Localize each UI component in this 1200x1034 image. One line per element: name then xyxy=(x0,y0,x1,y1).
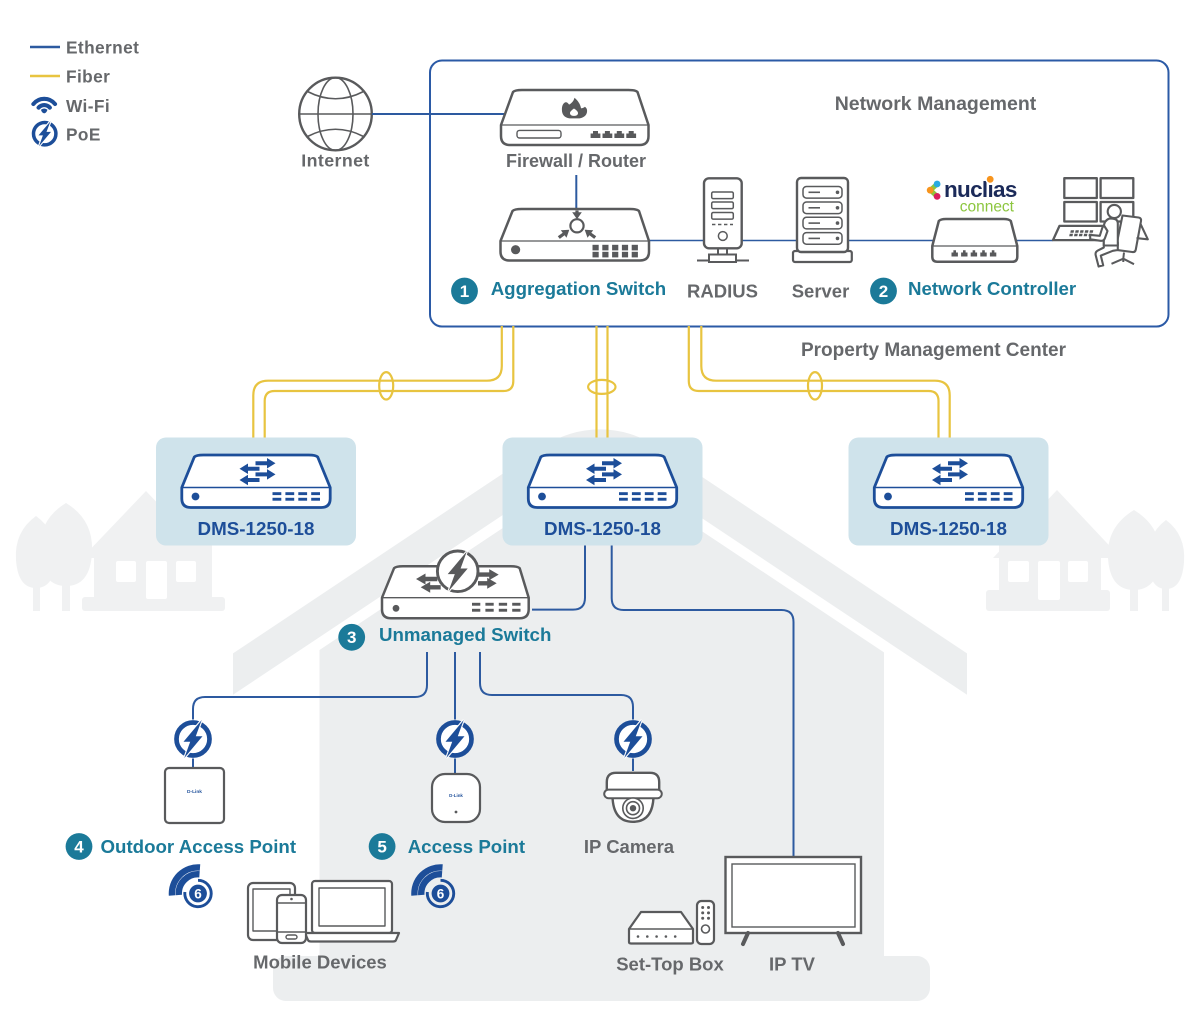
svg-text:Firewall / Router: Firewall / Router xyxy=(506,151,646,171)
svg-text:Network Controller: Network Controller xyxy=(908,278,1076,299)
svg-text:Aggregation Switch: Aggregation Switch xyxy=(491,278,666,299)
svg-text:D-Link: D-Link xyxy=(187,789,202,795)
svg-text:Outdoor Access Point: Outdoor Access Point xyxy=(101,836,297,857)
svg-text:Unmanaged Switch: Unmanaged Switch xyxy=(379,624,551,645)
svg-text:connect: connect xyxy=(960,199,1015,216)
svg-text:D-Link: D-Link xyxy=(449,793,463,798)
svg-text:nuclias: nuclias xyxy=(944,177,1017,202)
svg-text:1: 1 xyxy=(460,282,469,301)
svg-text:DMS-1250-18: DMS-1250-18 xyxy=(890,518,1007,539)
svg-text:Set-Top Box: Set-Top Box xyxy=(616,954,724,975)
svg-text:5: 5 xyxy=(377,837,386,856)
svg-text:RADIUS: RADIUS xyxy=(687,281,758,302)
svg-text:2: 2 xyxy=(879,282,888,301)
svg-text:Wi-Fi: Wi-Fi xyxy=(66,96,110,116)
svg-text:Mobile Devices: Mobile Devices xyxy=(253,952,387,973)
svg-text:3: 3 xyxy=(347,628,356,647)
svg-text:6: 6 xyxy=(437,886,445,901)
svg-text:6: 6 xyxy=(194,886,202,901)
svg-text:DMS-1250-18: DMS-1250-18 xyxy=(198,518,315,539)
svg-text:Access Point: Access Point xyxy=(408,836,525,857)
svg-text:Ethernet: Ethernet xyxy=(66,38,139,58)
svg-text:IP TV: IP TV xyxy=(769,954,816,975)
svg-text:Fiber: Fiber xyxy=(66,67,110,87)
svg-text:Server: Server xyxy=(792,281,850,302)
svg-text:DMS-1250-18: DMS-1250-18 xyxy=(544,518,661,539)
svg-text:4: 4 xyxy=(74,837,84,856)
svg-text:Property Management Center: Property Management Center xyxy=(801,340,1067,361)
svg-text:IP Camera: IP Camera xyxy=(584,836,675,857)
svg-text:PoE: PoE xyxy=(66,125,101,145)
svg-text:Network Management: Network Management xyxy=(835,93,1037,115)
svg-text:Internet: Internet xyxy=(301,151,369,171)
